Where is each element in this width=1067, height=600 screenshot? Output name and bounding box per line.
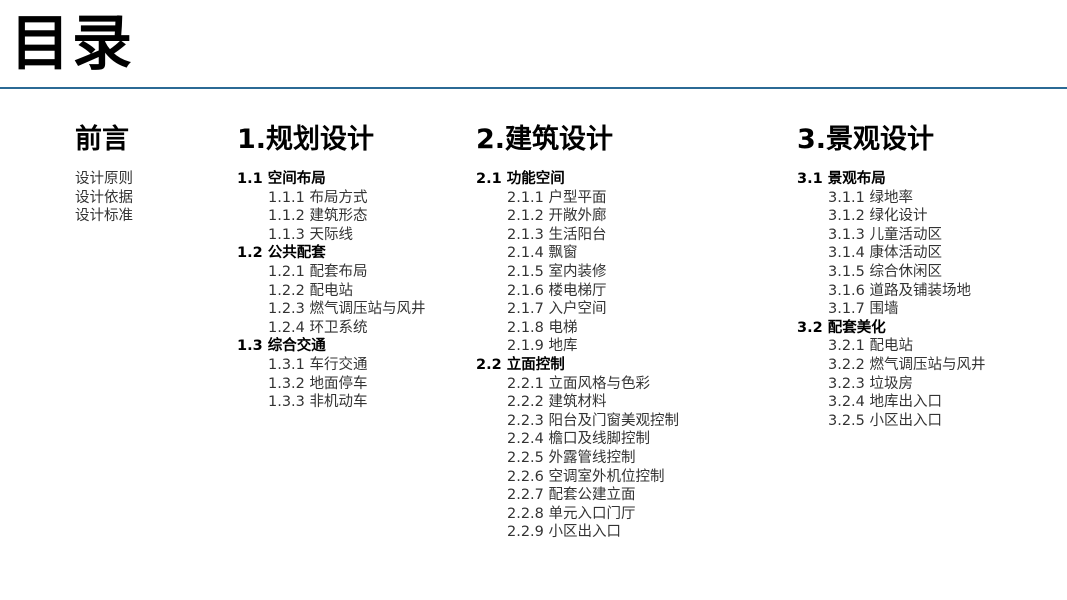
toc-item[interactable]: 3.1.6 道路及铺装场地 [828,282,972,299]
toc-item[interactable]: 2.2.6 空调室外机位控制 [507,468,665,485]
toc-item[interactable]: 2.2.1 立面风格与色彩 [507,375,651,392]
toc-column-preface: 前言 设计原则 设计依据 设计标准 [75,122,133,226]
toc-item[interactable]: 3.1.5 综合休闲区 [828,263,943,280]
toc-item[interactable]: 2.2.9 小区出入口 [507,524,622,541]
toc-section[interactable]: 1.1 空间布局 [237,171,326,187]
toc-list: 3.1 景观布局 3.1.1 绿地率 3.1.2 绿化设计 3.1.3 儿童活动… [797,170,986,430]
toc-item[interactable]: 1.2.3 燃气调压站与风井 [268,301,426,318]
toc-item[interactable]: 2.2.5 外露管线控制 [507,449,636,466]
toc-item[interactable]: 3.1.7 围墙 [828,301,899,318]
toc-item[interactable]: 2.2.7 配套公建立面 [507,487,636,504]
toc-item[interactable]: 2.2.3 阳台及门窗美观控制 [507,412,680,429]
toc-section[interactable]: 3.2 配套美化 [797,319,886,336]
toc-item[interactable]: 1.3.2 地面停车 [268,375,368,392]
column-heading: 3.景观设计 [797,124,935,155]
column-heading: 前言 [75,124,129,155]
column-heading: 2.建筑设计 [476,124,614,155]
toc-item[interactable]: 3.1.2 绿化设计 [828,208,928,225]
toc-item[interactable]: 1.2.4 环卫系统 [268,319,368,336]
toc-item[interactable]: 2.2.8 单元入口门厅 [507,505,636,522]
toc-item[interactable]: 2.2.4 檐口及线脚控制 [507,431,651,448]
toc-item[interactable]: 3.1.3 儿童活动区 [828,226,943,243]
toc-section[interactable]: 1.3 综合交通 [237,338,326,355]
toc-item[interactable]: 1.2.2 配电站 [268,282,354,299]
toc-item[interactable]: 2.1.4 飘窗 [507,245,578,262]
toc-column-landscape: 3.景观设计 3.1 景观布局 3.1.1 绿地率 3.1.2 绿化设计 3.1… [797,122,986,430]
toc-item[interactable]: 1.3.1 车行交通 [268,356,368,373]
toc-item[interactable]: 设计依据 [75,189,133,206]
toc-column-planning: 1.规划设计 1.1 空间布局 1.1.1 布局方式 1.1.2 建筑形态 1.… [237,122,426,412]
toc-item[interactable]: 3.2.5 小区出入口 [828,412,943,429]
toc-item[interactable]: 3.2.4 地库出入口 [828,394,943,411]
toc-item[interactable]: 2.1.7 入户空间 [507,301,607,318]
toc-item[interactable]: 2.1.5 室内装修 [507,263,607,280]
toc-item[interactable]: 2.1.1 户型平面 [507,189,607,206]
toc-item[interactable]: 3.2.2 燃气调压站与风井 [828,356,986,373]
toc-item[interactable]: 3.1.1 绿地率 [828,189,914,206]
toc-item[interactable]: 1.1.3 天际线 [268,226,354,243]
toc-section[interactable]: 2.1 功能空间 [476,171,565,187]
toc-item[interactable]: 2.2.2 建筑材料 [507,394,607,411]
toc-item[interactable]: 2.1.9 地库 [507,338,578,355]
toc-list: 设计原则 设计依据 设计标准 [75,170,133,226]
toc-item[interactable]: 3.2.3 垃圾房 [828,375,914,392]
toc-item[interactable]: 2.1.2 开敞外廊 [507,208,607,225]
toc-column-architecture: 2.建筑设计 2.1 功能空间 2.1.1 户型平面 2.1.2 开敞外廊 2.… [476,122,679,542]
title-divider [0,87,1067,89]
toc-item[interactable]: 设计原则 [75,171,133,187]
toc-item[interactable]: 3.1.4 康体活动区 [828,245,943,262]
toc-section[interactable]: 2.2 立面控制 [476,356,565,373]
toc-item[interactable]: 1.1.2 建筑形态 [268,208,368,225]
toc-item[interactable]: 2.1.3 生活阳台 [507,226,607,243]
toc-item[interactable]: 1.2.1 配套布局 [268,263,368,280]
toc-item[interactable]: 2.1.6 楼电梯厅 [507,282,607,299]
page-title: 目录 [10,9,134,79]
toc-section[interactable]: 1.2 公共配套 [237,245,326,262]
toc-section[interactable]: 3.1 景观布局 [797,171,886,187]
toc-item[interactable]: 2.1.8 电梯 [507,319,578,336]
toc-list: 1.1 空间布局 1.1.1 布局方式 1.1.2 建筑形态 1.1.3 天际线… [237,170,426,412]
toc-item[interactable]: 设计标准 [75,208,133,225]
column-heading: 1.规划设计 [237,124,375,155]
toc-item[interactable]: 1.1.1 布局方式 [268,189,368,206]
toc-item[interactable]: 1.3.3 非机动车 [268,394,368,411]
toc-item[interactable]: 3.2.1 配电站 [828,338,914,355]
toc-list: 2.1 功能空间 2.1.1 户型平面 2.1.2 开敞外廊 2.1.3 生活阳… [476,170,679,542]
